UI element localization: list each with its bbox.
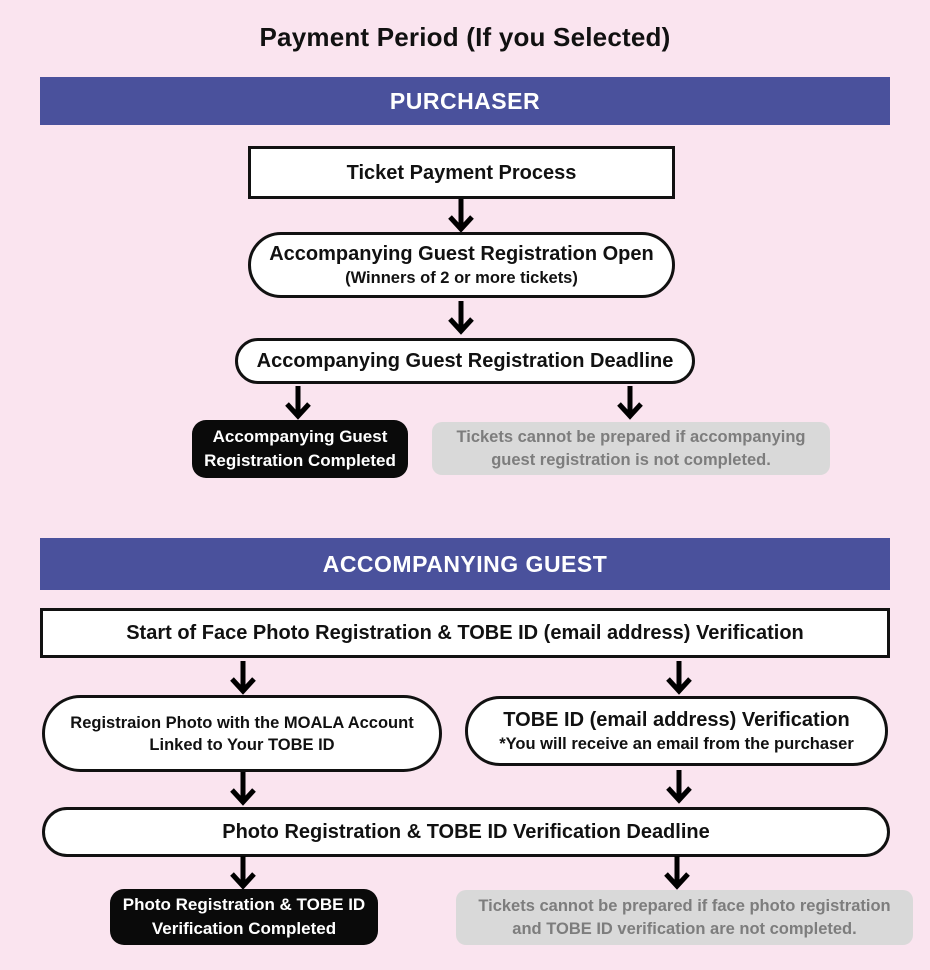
guest-banner-label: ACCOMPANYING GUEST	[322, 550, 608, 577]
down-arrow-icon	[662, 856, 692, 890]
photo-registration-branch-line1: Registraion Photo with the MOALA Account	[70, 713, 414, 732]
down-arrow-icon	[228, 856, 258, 890]
guest-registration-completed-line2: Registration Completed	[204, 451, 396, 470]
photo-registration-branch-box: Registraion Photo with the MOALA Account…	[42, 695, 442, 772]
guest-registration-deadline-box: Accompanying Guest Registration Deadline	[235, 338, 695, 384]
guest-registration-completed-box: Accompanying Guest Registration Complete…	[192, 420, 408, 478]
guest-warning-line1: Tickets cannot be prepared if face photo…	[478, 896, 891, 915]
guest-section-banner: ACCOMPANYING GUEST	[40, 538, 890, 590]
down-arrow-icon	[228, 772, 258, 806]
purchaser-warning-line2: guest registration is not completed.	[491, 450, 771, 469]
start-verification-box: Start of Face Photo Registration & TOBE …	[40, 608, 890, 658]
verification-completed-line2: Verification Completed	[151, 919, 337, 938]
photo-registration-branch-line2: Linked to Your TOBE ID	[149, 735, 335, 754]
guest-registration-completed-line1: Accompanying Guest	[212, 427, 388, 446]
tobe-id-verification-branch-box: TOBE ID (email address) Verification *Yo…	[465, 696, 888, 766]
purchaser-warning-box: Tickets cannot be prepared if accompanyi…	[432, 422, 830, 475]
guest-registration-open-note: (Winners of 2 or more tickets)	[345, 269, 578, 287]
down-arrow-icon	[446, 301, 476, 335]
guest-warning-box: Tickets cannot be prepared if face photo…	[456, 890, 913, 945]
guest-registration-deadline-label: Accompanying Guest Registration Deadline	[256, 350, 674, 372]
guest-registration-open-box: Accompanying Guest Registration Open (Wi…	[248, 232, 675, 298]
purchaser-banner-label: PURCHASER	[389, 87, 541, 114]
down-arrow-icon	[664, 661, 694, 695]
guest-registration-open-label: Accompanying Guest Registration Open	[269, 243, 654, 265]
down-arrow-icon	[283, 386, 313, 420]
down-arrow-icon	[228, 661, 258, 695]
down-arrow-icon	[446, 199, 476, 233]
tobe-id-verification-branch-line2: *You will receive an email from the purc…	[499, 735, 854, 753]
down-arrow-icon	[664, 770, 694, 804]
verification-deadline-box: Photo Registration & TOBE ID Verificatio…	[42, 807, 890, 857]
page-title: Payment Period (If you Selected)	[259, 22, 671, 52]
tobe-id-verification-branch-line1: TOBE ID (email address) Verification	[503, 709, 850, 731]
ticket-payment-process-box: Ticket Payment Process	[248, 146, 675, 199]
purchaser-warning-line1: Tickets cannot be prepared if accompanyi…	[456, 427, 806, 446]
verification-deadline-label: Photo Registration & TOBE ID Verificatio…	[222, 821, 710, 843]
start-verification-label: Start of Face Photo Registration & TOBE …	[126, 622, 804, 644]
guest-warning-line2: and TOBE ID verification are not complet…	[512, 919, 857, 938]
ticket-payment-process-label: Ticket Payment Process	[346, 161, 577, 184]
verification-completed-line1: Photo Registration & TOBE ID	[122, 895, 366, 914]
verification-completed-box: Photo Registration & TOBE ID Verificatio…	[110, 889, 378, 945]
purchaser-section-banner: PURCHASER	[40, 77, 890, 125]
down-arrow-icon	[615, 386, 645, 420]
